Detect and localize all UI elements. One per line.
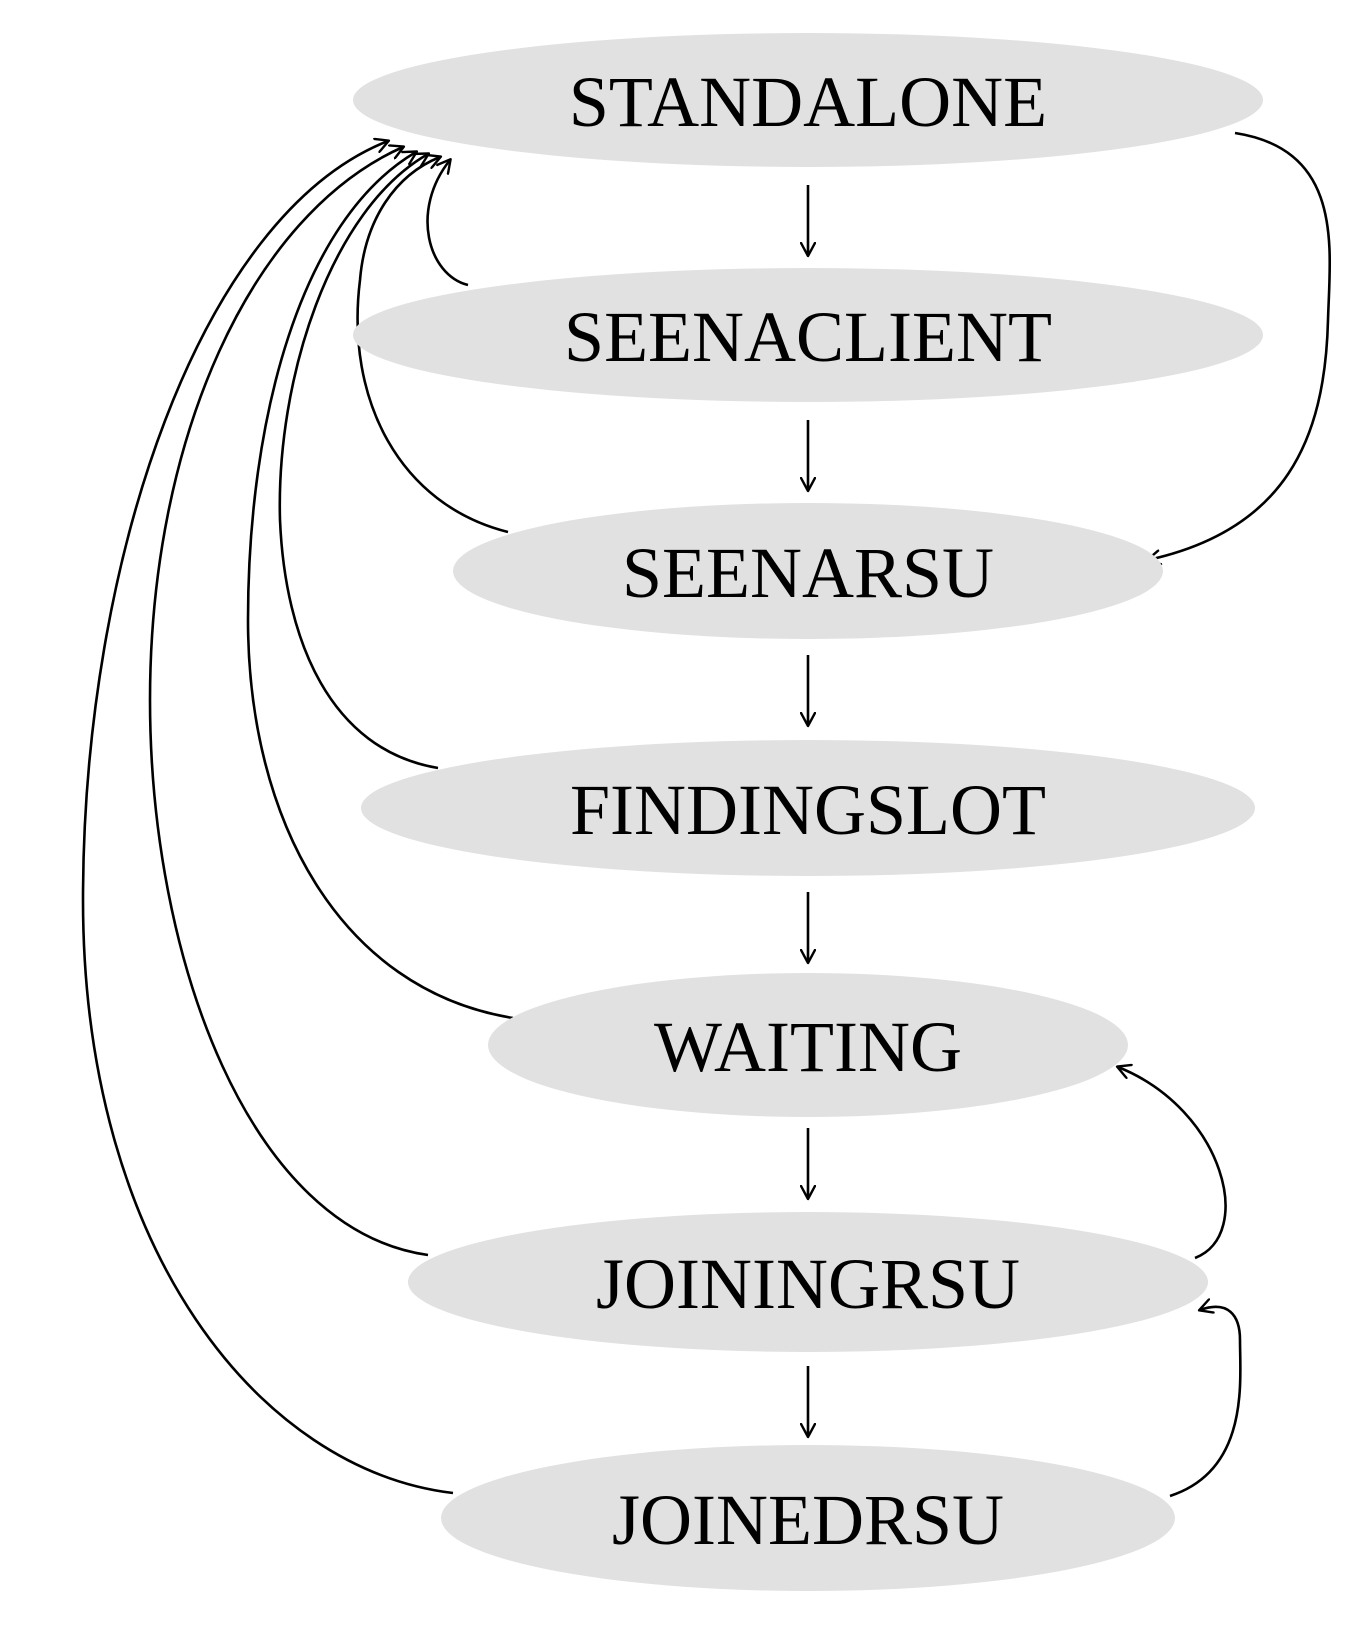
transition-edges — [81, 131, 1332, 1498]
state-label-standalone: STANDALONE — [569, 62, 1047, 142]
state-label-joiningrsu: JOININGRSU — [596, 1244, 1020, 1324]
transition-edge-waiting-to-standalone — [246, 152, 514, 1020]
state-label-seenaclient: SEENACLIENT — [564, 297, 1052, 377]
state-node-waiting: WAITING — [488, 973, 1128, 1117]
state-node-seenarsu: SEENARSU — [453, 503, 1163, 639]
transition-edge-standalone-to-seenarsu — [1148, 131, 1332, 560]
state-label-seenarsu: SEENARSU — [622, 533, 994, 613]
state-label-findingslot: FINDINGSLOT — [570, 770, 1046, 850]
transition-edge-joiningrsu-to-standalone — [148, 147, 429, 1257]
transition-edge-joinedrsu-to-joiningrsu — [1169, 1307, 1242, 1498]
state-node-findingslot: FINDINGSLOT — [361, 740, 1255, 876]
state-label-waiting: WAITING — [654, 1007, 962, 1087]
state-label-joinedrsu: JOINEDRSU — [612, 1480, 1004, 1560]
transition-edge-joinedrsu-to-standalone — [81, 141, 454, 1495]
transition-edge-seenaclient-to-standalone — [426, 160, 469, 287]
state-node-standalone: STANDALONE — [353, 33, 1263, 167]
state-node-joiningrsu: JOININGRSU — [408, 1212, 1208, 1352]
state-node-joinedrsu: JOINEDRSU — [441, 1445, 1175, 1591]
transition-edge-joiningrsu-to-waiting — [1118, 1067, 1227, 1260]
transition-edge-seenarsu-to-standalone — [356, 157, 509, 534]
state-node-seenaclient: SEENACLIENT — [353, 268, 1263, 402]
transition-edge-findingslot-to-standalone — [278, 154, 439, 770]
